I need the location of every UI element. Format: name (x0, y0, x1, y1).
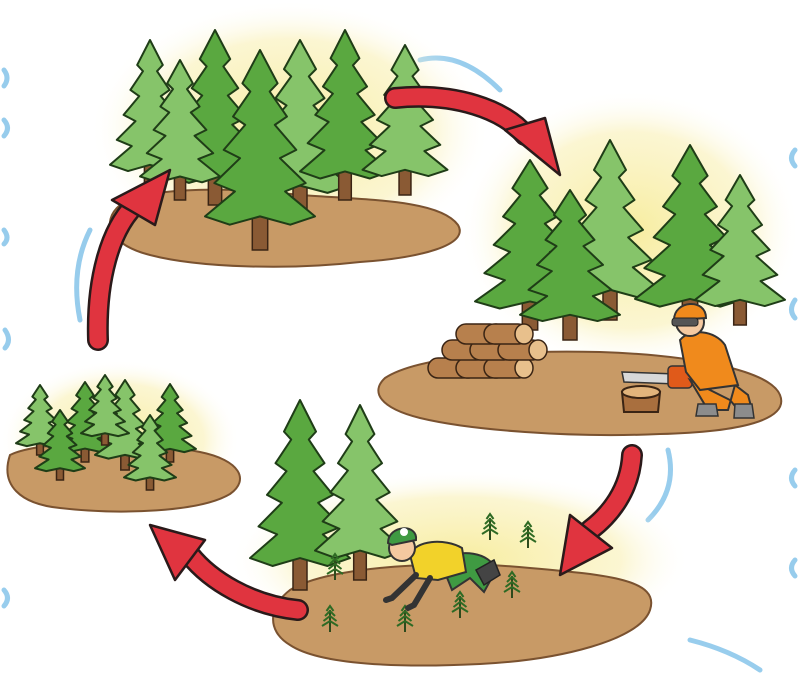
stage-young-forest (0, 360, 240, 520)
log (484, 324, 533, 344)
log-pile (428, 324, 547, 378)
stage-replanting (230, 400, 690, 666)
log (484, 358, 533, 378)
logger-visor (672, 318, 698, 326)
stump (622, 386, 660, 412)
cap-badge (400, 528, 408, 536)
stage-mature-forest (90, 0, 490, 267)
